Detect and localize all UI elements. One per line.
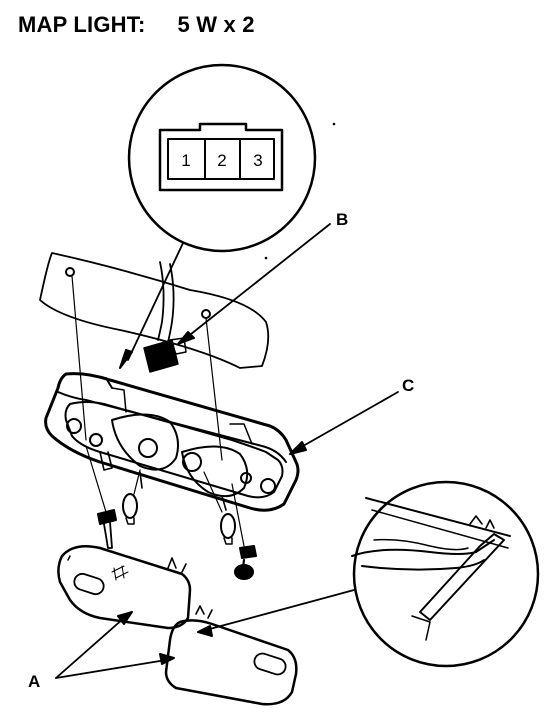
callout-c: C (402, 376, 415, 395)
map-light-housing (44, 372, 300, 512)
leader-b (177, 223, 331, 345)
connector-pin-1: 1 (181, 151, 190, 170)
connector-detail-circle: 1 2 3 (127, 63, 317, 253)
release-leader (197, 589, 355, 637)
bulb-spec: 5 W x 2 (177, 12, 255, 37)
scan-specks (264, 122, 336, 260)
release-detail-circle (351, 480, 540, 668)
leader-a (55, 611, 175, 679)
harness-connector (143, 261, 187, 373)
detail-leader (119, 242, 184, 369)
callout-b: B (336, 210, 349, 229)
leader-c (289, 391, 399, 455)
connector-pin-2: 2 (217, 151, 226, 170)
fasteners-and-bulbs (85, 445, 257, 580)
connector-pin-3: 3 (253, 151, 262, 170)
roof-panel (39, 252, 270, 461)
title-label: MAP LIGHT: (18, 12, 146, 37)
callout-a: A (28, 672, 41, 691)
lens-right (164, 605, 298, 706)
page-title: MAP LIGHT: 5 W x 2 (18, 12, 255, 38)
lens-left (57, 545, 192, 630)
